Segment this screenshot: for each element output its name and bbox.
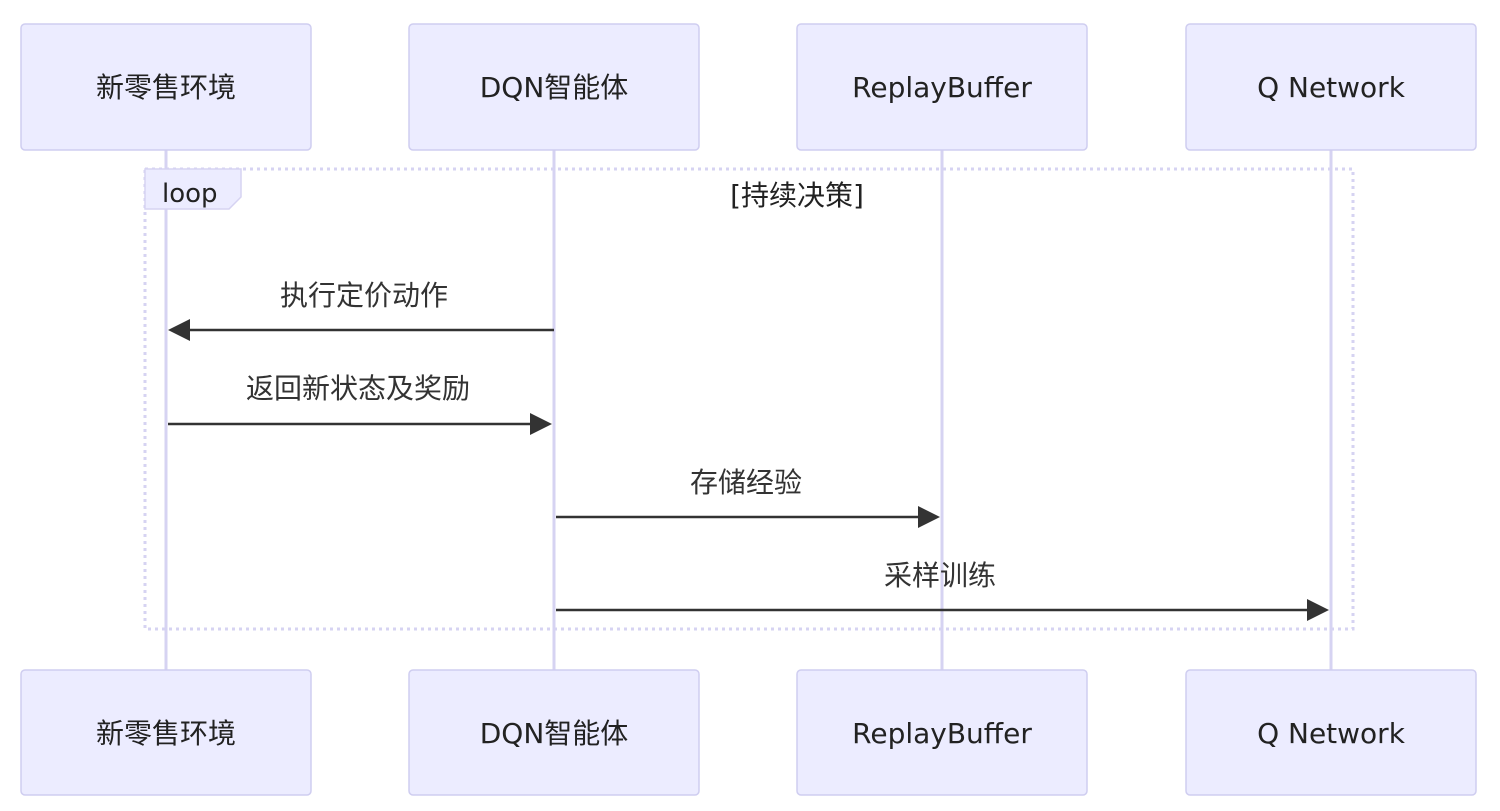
- message-label: 采样训练: [884, 559, 996, 592]
- actor-box: [20, 669, 312, 796]
- actor-qnet-bottom: Q Network: [1185, 669, 1477, 796]
- messages: 执行定价动作 返回新状态及奖励 存储经验 采样训练: [168, 279, 1329, 621]
- actor-box: [1185, 669, 1477, 796]
- actor-label: 新零售环境: [96, 71, 236, 104]
- actors-bottom: 新零售环境 DQN智能体 ReplayBuffer Q Network: [20, 669, 1477, 796]
- actor-label: 新零售环境: [96, 717, 236, 750]
- message-store-experience: 存储经验: [556, 466, 940, 528]
- actor-label: DQN智能体: [480, 717, 629, 750]
- arrowhead-left-icon: [168, 319, 190, 341]
- arrowhead-right-icon: [1307, 599, 1329, 621]
- loop-block: loop [持续决策]: [143, 167, 1355, 631]
- actor-label: DQN智能体: [480, 71, 629, 104]
- loop-tab: [144, 168, 242, 210]
- arrowhead-right-icon: [918, 506, 940, 528]
- message-label: 存储经验: [690, 466, 802, 499]
- arrowhead-right-icon: [530, 413, 552, 435]
- message-label: 返回新状态及奖励: [246, 372, 470, 405]
- actors-top: 新零售环境 DQN智能体 ReplayBuffer Q Network: [20, 23, 1477, 151]
- message-sample-train: 采样训练: [556, 559, 1329, 621]
- actor-buffer-top: ReplayBuffer: [796, 23, 1088, 151]
- loop-frame: [143, 167, 1355, 631]
- actor-label: Q Network: [1257, 71, 1406, 104]
- message-label: 执行定价动作: [280, 279, 448, 312]
- actor-box: [408, 669, 700, 796]
- actor-env-bottom: 新零售环境: [20, 669, 312, 796]
- actor-box: [408, 23, 700, 151]
- actor-box: [796, 23, 1088, 151]
- actor-box: [20, 23, 312, 151]
- actor-label: Q Network: [1257, 717, 1406, 750]
- actor-box: [1185, 23, 1477, 151]
- actor-qnet-top: Q Network: [1185, 23, 1477, 151]
- actor-box: [796, 669, 1088, 796]
- actor-label: ReplayBuffer: [852, 717, 1032, 750]
- actor-buffer-bottom: ReplayBuffer: [796, 669, 1088, 796]
- message-execute-pricing: 执行定价动作: [168, 279, 554, 341]
- actor-label: ReplayBuffer: [852, 71, 1032, 104]
- actor-env-top: 新零售环境: [20, 23, 312, 151]
- actor-agent-top: DQN智能体: [408, 23, 700, 151]
- lifelines: [164, 150, 1333, 670]
- loop-label: loop: [162, 179, 218, 209]
- message-return-state: 返回新状态及奖励: [168, 372, 552, 435]
- actor-agent-bottom: DQN智能体: [408, 669, 700, 796]
- loop-condition: [持续决策]: [730, 179, 864, 212]
